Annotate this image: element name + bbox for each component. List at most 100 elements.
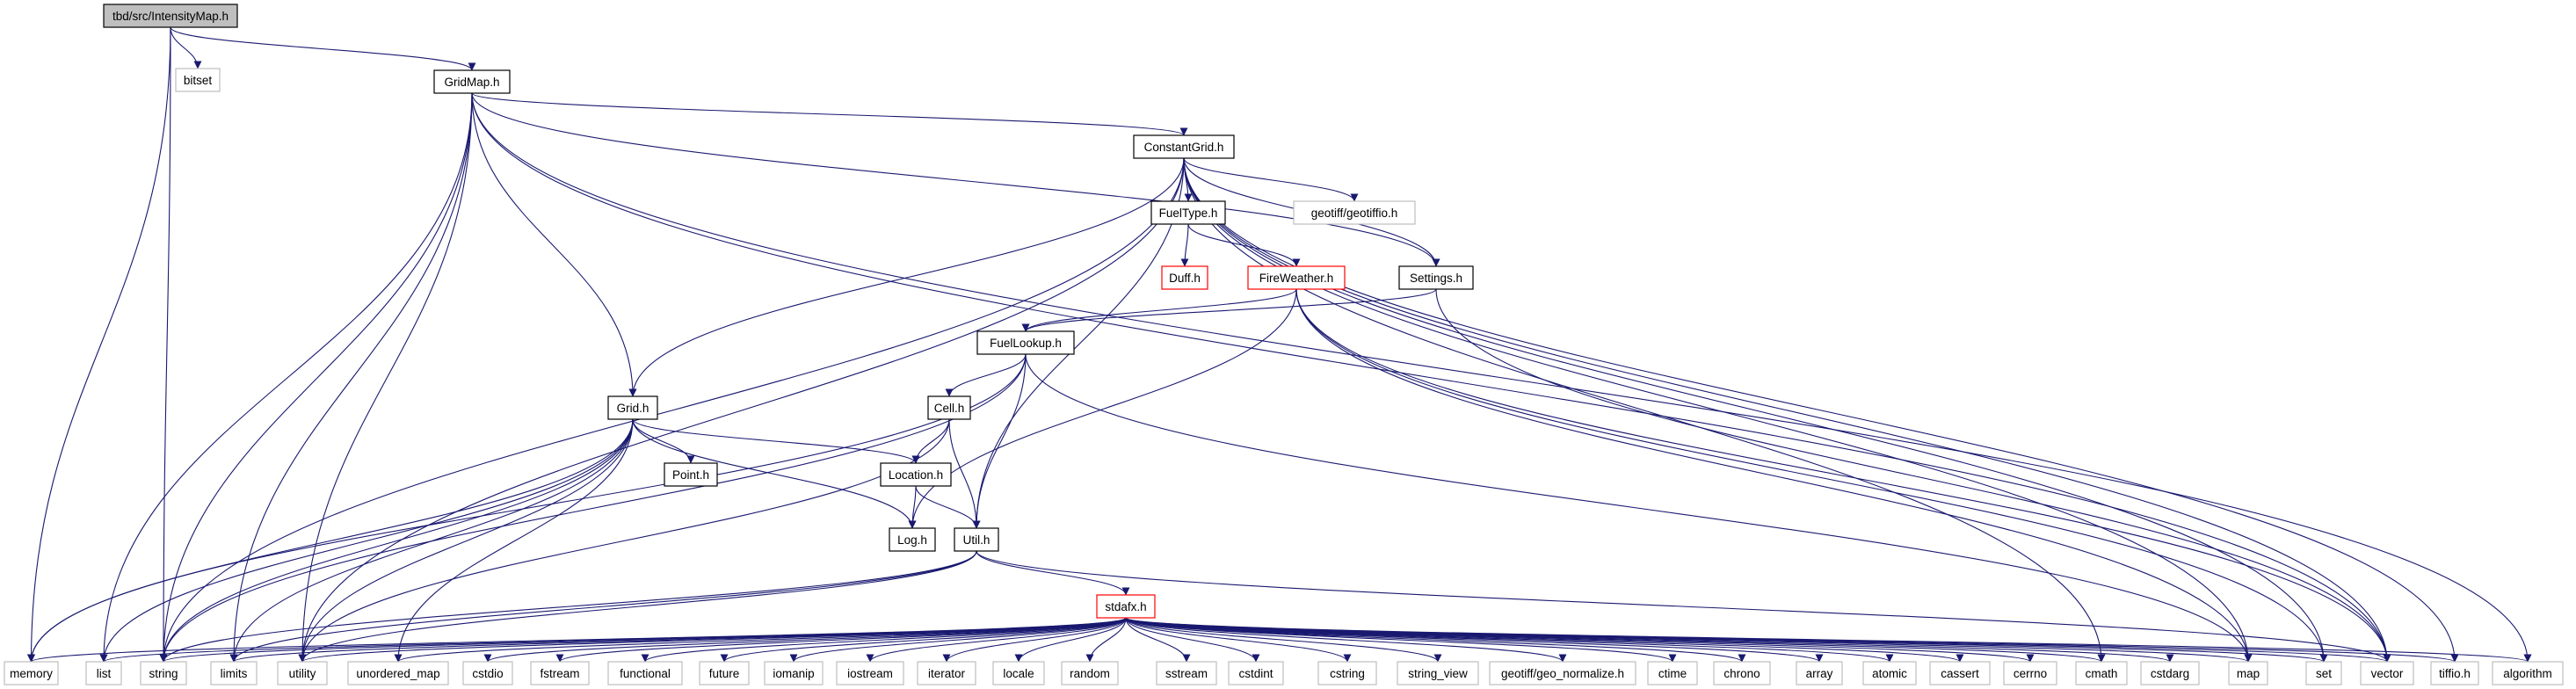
node-cstring[interactable]: cstring bbox=[1317, 661, 1377, 685]
node-box bbox=[976, 330, 1075, 355]
edge-stdafx-to-list bbox=[99, 617, 1127, 663]
node-point[interactable]: Point.h bbox=[664, 462, 718, 487]
node-geotiffio[interactable]: geotiff/geotiffio.h bbox=[1293, 200, 1416, 225]
node-atomic[interactable]: atomic bbox=[1862, 661, 1917, 685]
edge-grid-to-limits bbox=[229, 418, 634, 663]
node-box bbox=[607, 395, 658, 420]
edge-arrow bbox=[942, 617, 1127, 663]
node-location[interactable]: Location.h bbox=[880, 462, 952, 487]
edge-arrow bbox=[1125, 617, 2253, 663]
node-map[interactable]: map bbox=[2228, 661, 2268, 685]
node-set[interactable]: set bbox=[2305, 661, 2342, 685]
edge-fuellookup-to-map bbox=[1025, 353, 2253, 663]
edge-arrow bbox=[945, 353, 1027, 397]
node-label: geotiff/geo_normalize.h bbox=[1501, 667, 1624, 680]
node-functional[interactable]: functional bbox=[607, 661, 683, 685]
edge-arrow bbox=[27, 418, 634, 663]
node-cell[interactable]: Cell.h bbox=[927, 395, 971, 420]
node-settings[interactable]: Settings.h bbox=[1398, 265, 1474, 290]
node-duff[interactable]: Duff.h bbox=[1161, 265, 1208, 290]
edge-arrow bbox=[394, 418, 634, 663]
node-iomanip[interactable]: iomanip bbox=[764, 661, 824, 685]
node-iterator[interactable]: iterator bbox=[917, 661, 976, 685]
node-fueltype[interactable]: FuelType.h bbox=[1150, 200, 1226, 225]
edge-stdafx-to-locale bbox=[1014, 617, 1127, 663]
edge-settings-to-vector bbox=[1435, 288, 2391, 663]
node-log[interactable]: Log.h bbox=[889, 527, 936, 552]
node-memory[interactable]: memory bbox=[4, 661, 59, 685]
node-tiffio[interactable]: tiffio.h bbox=[2430, 661, 2479, 685]
edge-arrow bbox=[1183, 157, 1359, 202]
edge-arrow bbox=[1295, 288, 2328, 663]
edge-arrow bbox=[229, 418, 634, 663]
node-intensitymap[interactable]: tbd/src/IntensityMap.h bbox=[103, 4, 238, 28]
node-cassert[interactable]: cassert bbox=[1929, 661, 1991, 685]
node-label: unordered_map bbox=[356, 667, 439, 680]
node-bitset[interactable]: bitset bbox=[175, 68, 221, 92]
node-iostream[interactable]: iostream bbox=[836, 661, 904, 685]
node-label: string_view bbox=[1408, 667, 1468, 680]
edge-arrow bbox=[1014, 617, 1127, 663]
node-random[interactable]: random bbox=[1061, 661, 1119, 685]
node-fstream[interactable]: fstream bbox=[530, 661, 590, 685]
node-unordered-map[interactable]: unordered_map bbox=[347, 661, 449, 685]
node-utility[interactable]: utility bbox=[277, 661, 328, 685]
node-fireweather[interactable]: FireWeather.h bbox=[1247, 265, 1346, 290]
node-box bbox=[664, 462, 718, 487]
node-label: Cell.h bbox=[934, 402, 965, 415]
edge-arrow bbox=[298, 617, 1127, 663]
node-array[interactable]: array bbox=[1796, 661, 1843, 685]
edge-fuellookup-to-string bbox=[159, 353, 1027, 663]
edge-arrow bbox=[632, 418, 695, 464]
edge-grid-to-point bbox=[632, 418, 695, 464]
node-list[interactable]: list bbox=[85, 661, 122, 685]
node-locale[interactable]: locale bbox=[992, 661, 1045, 685]
edge-arrow bbox=[27, 26, 171, 663]
edge-arrow bbox=[159, 26, 171, 663]
node-label: Duff.h bbox=[1169, 272, 1201, 285]
edge-intensitymap-to-gridmap bbox=[170, 26, 476, 71]
node-stdafx[interactable]: stdafx.h bbox=[1096, 594, 1156, 619]
node-grid[interactable]: Grid.h bbox=[607, 395, 658, 420]
node-algorithm[interactable]: algorithm bbox=[2492, 661, 2564, 685]
edge-arrow bbox=[789, 617, 1127, 663]
edge-arrow bbox=[229, 92, 473, 663]
node-chrono[interactable]: chrono bbox=[1713, 661, 1771, 685]
node-label: memory bbox=[10, 667, 53, 680]
node-limits[interactable]: limits bbox=[210, 661, 258, 685]
node-label: chrono bbox=[1723, 667, 1760, 680]
node-cstdint[interactable]: cstdint bbox=[1228, 661, 1284, 685]
node-vector[interactable]: vector bbox=[2360, 661, 2414, 685]
edge-arrow bbox=[908, 288, 1297, 529]
node-gridmap[interactable]: GridMap.h bbox=[433, 69, 511, 94]
node-geo-normalize[interactable]: geotiff/geo_normalize.h bbox=[1489, 661, 1636, 685]
node-cstdarg[interactable]: cstdarg bbox=[2140, 661, 2200, 685]
node-box bbox=[1247, 265, 1346, 290]
node-cmath[interactable]: cmath bbox=[2075, 661, 2128, 685]
edge-arrow bbox=[1180, 223, 1189, 267]
node-label: vector bbox=[2371, 667, 2404, 680]
node-string[interactable]: string bbox=[140, 661, 187, 685]
node-sstream[interactable]: sstream bbox=[1156, 661, 1217, 685]
edge-arrow bbox=[1125, 617, 2035, 663]
node-cerrno[interactable]: cerrno bbox=[2003, 661, 2057, 685]
node-label: FuelType.h bbox=[1159, 207, 1218, 220]
edge-stdafx-to-cerrno bbox=[1125, 617, 2035, 663]
edge-constantgrid-to-cmath bbox=[1183, 157, 2106, 663]
edge-cell-to-util bbox=[948, 418, 981, 529]
node-label: iterator bbox=[928, 667, 966, 680]
node-box bbox=[433, 69, 511, 94]
node-util[interactable]: Util.h bbox=[954, 527, 999, 552]
node-future[interactable]: future bbox=[699, 661, 750, 685]
node-fuellookup[interactable]: FuelLookup.h bbox=[976, 330, 1075, 355]
node-ctime[interactable]: ctime bbox=[1647, 661, 1698, 685]
node-label: ctime bbox=[1658, 667, 1687, 680]
node-cstdio[interactable]: cstdio bbox=[462, 661, 513, 685]
node-label: functional bbox=[620, 667, 671, 680]
node-box bbox=[140, 661, 187, 685]
edge-util-to-stdafx bbox=[976, 550, 1130, 596]
edge-gridmap-to-limits bbox=[229, 92, 473, 663]
node-string-view[interactable]: string_view bbox=[1397, 661, 1479, 685]
node-constantgrid[interactable]: ConstantGrid.h bbox=[1133, 134, 1235, 159]
